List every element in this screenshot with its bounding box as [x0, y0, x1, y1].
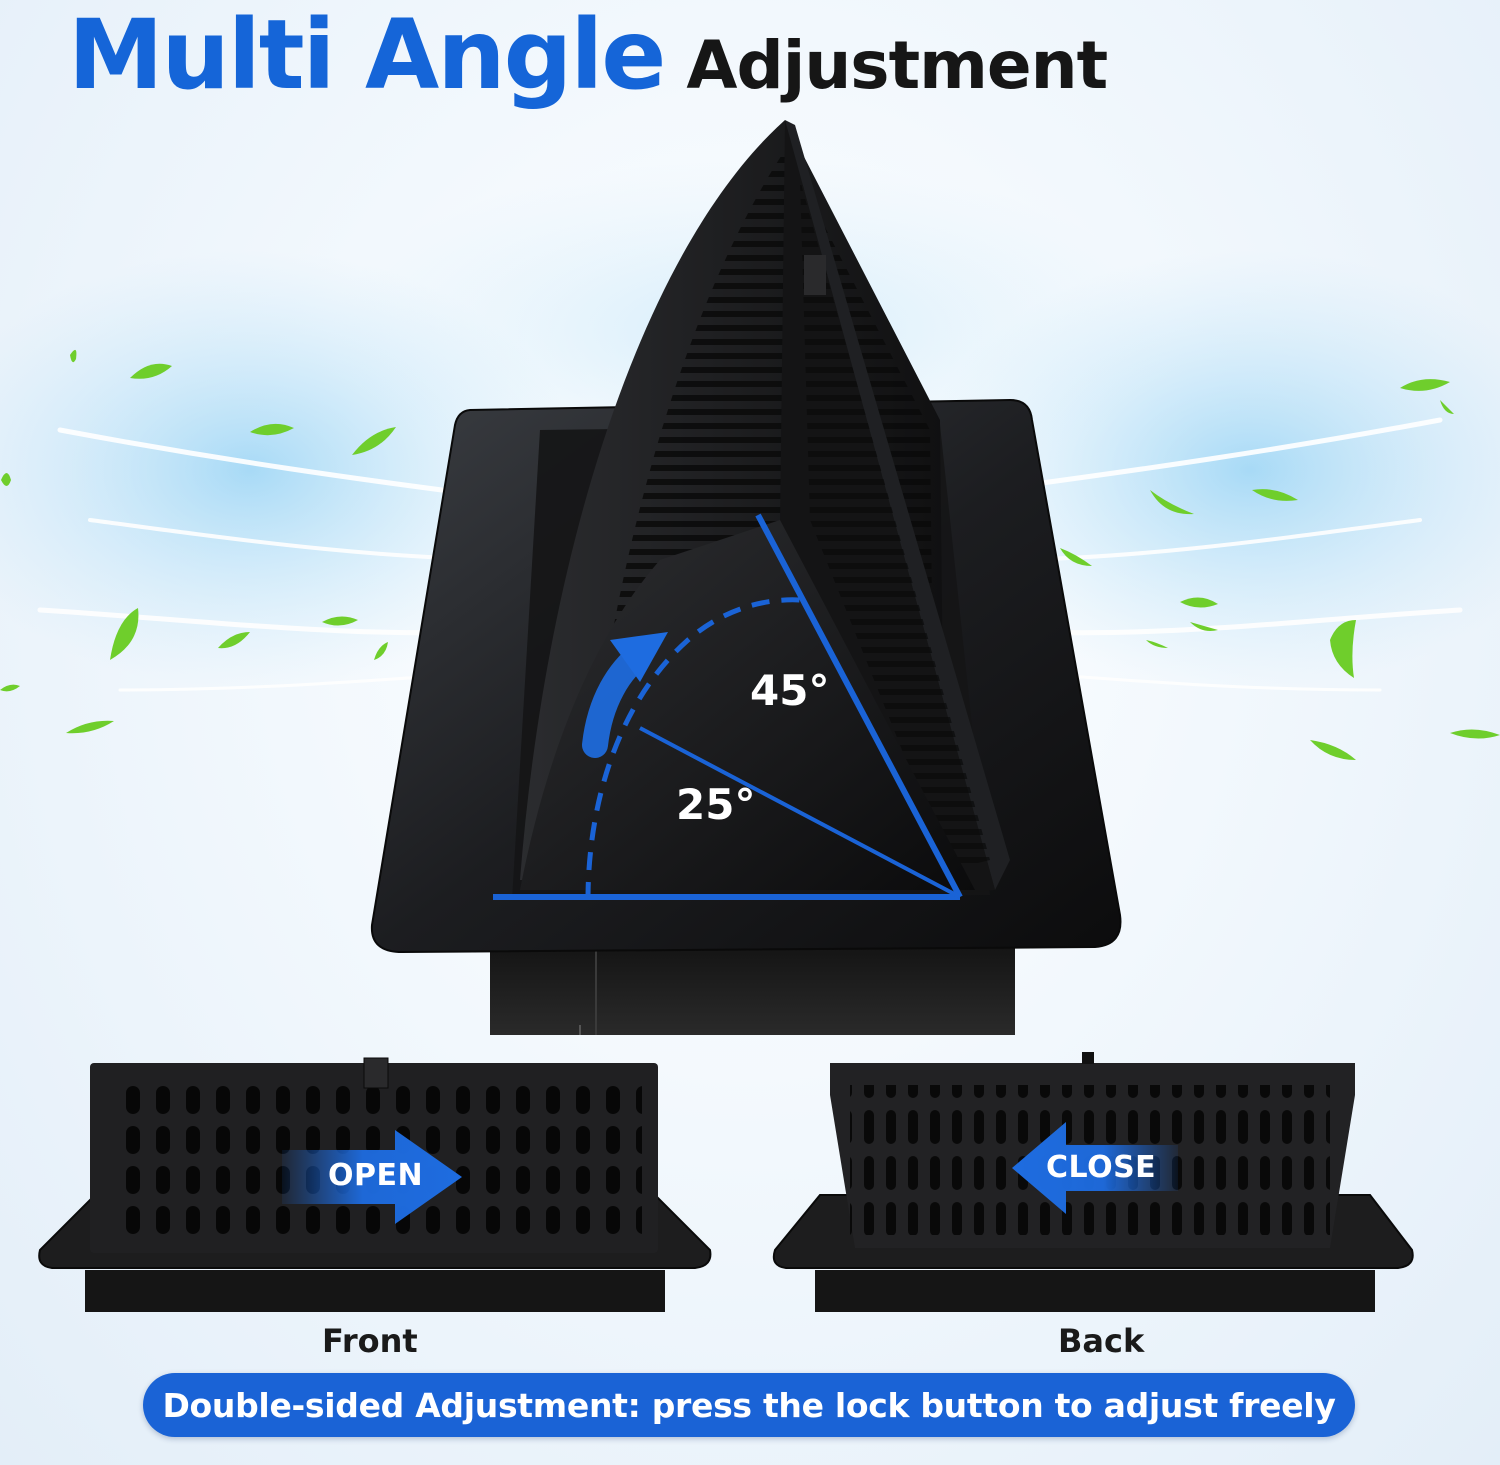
main-vent: [370, 120, 1122, 1035]
front-caption: Front: [322, 1322, 418, 1360]
title: Multi Angle Adjustment: [68, 0, 1108, 111]
front-vent: [38, 1057, 712, 1312]
open-arrow-label: OPEN: [328, 1158, 424, 1193]
close-arrow-label: CLOSE: [1046, 1150, 1157, 1185]
title-sub: Adjustment: [686, 27, 1108, 104]
feature-banner: Double-sided Adjustment: press the lock …: [143, 1373, 1355, 1437]
angle-45-label: 45°: [750, 666, 830, 715]
angle-25-label: 25°: [676, 780, 756, 829]
back-caption: Back: [1058, 1322, 1145, 1360]
back-vent: [772, 1052, 1414, 1312]
banner-text: Double-sided Adjustment: press the lock …: [162, 1385, 1336, 1425]
angle-indicator: [493, 513, 963, 901]
leaves: [0, 349, 1500, 760]
title-main: Multi Angle: [68, 0, 666, 111]
